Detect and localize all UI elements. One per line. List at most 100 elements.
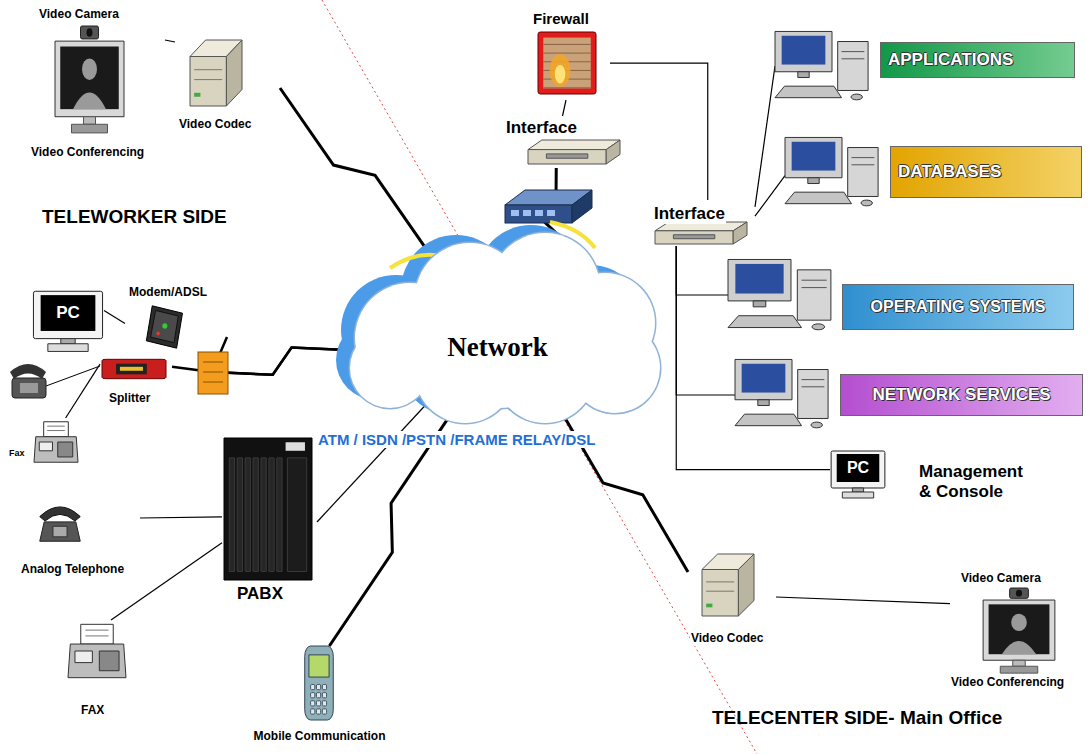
network-types-label: ATM / ISDN /PSTN /FRAME RELAY/DSL [316, 431, 598, 448]
splitter-digits [120, 367, 143, 371]
mobile-key [311, 709, 315, 714]
monitor-stand [808, 178, 819, 184]
category-label: OPERATING SYSTEMS [842, 284, 1074, 330]
connector-line [610, 63, 708, 200]
camera-lens [1016, 590, 1022, 597]
cabinet-slot [253, 458, 258, 572]
keyboard [735, 414, 802, 426]
screen-label: PC [838, 455, 878, 481]
mobile-screen [309, 655, 329, 677]
pabx-cabinet: PABX [222, 436, 317, 608]
splitter: Splitter [100, 356, 172, 410]
connector-line [676, 246, 830, 470]
drive-slot [802, 287, 827, 288]
category-label: DATABASES [890, 146, 1082, 198]
drive-slot [842, 58, 865, 59]
connector-line [676, 246, 735, 395]
cabinet-slot [261, 458, 266, 572]
device-label: Mobile Communication [232, 730, 407, 744]
codec-led [194, 93, 200, 97]
connector-line [755, 66, 775, 207]
computer-icon [728, 258, 833, 332]
firewall-icon [538, 32, 596, 94]
connector-line [317, 403, 427, 522]
network-link [212, 337, 352, 375]
fax-panel [39, 442, 52, 451]
brick-line [543, 87, 591, 88]
screen-label: PC [42, 297, 94, 329]
cabinet-panel [286, 442, 305, 451]
drive-slot [802, 280, 827, 281]
cabinet-door [287, 458, 306, 572]
network-cloud: Network [330, 228, 665, 423]
monitor-screen [782, 36, 826, 65]
codec-side [738, 554, 754, 616]
server-operating-systems: OPERATING SYSTEMS [728, 256, 1078, 334]
fax-machine: Fax [8, 418, 80, 468]
cabinet-slot [245, 458, 250, 572]
mobile-key [316, 684, 320, 689]
device-label: Video Camera [960, 572, 1042, 586]
person-head [82, 58, 97, 80]
drive-slot [852, 157, 875, 158]
telephone-icon [10, 364, 100, 398]
mobile-icon [298, 646, 340, 720]
connector-line [140, 517, 222, 518]
phone-wire [46, 366, 100, 386]
device-label: Fax [8, 448, 26, 458]
person-head [1011, 614, 1027, 631]
monitor-screen [837, 454, 880, 482]
computer-icon [775, 30, 870, 102]
fax-body [34, 437, 78, 463]
mobile-key [322, 693, 326, 698]
video-codec: Video Codec [175, 38, 280, 138]
fax-paper [81, 624, 113, 644]
side-heading: TELECENTER SIDE- Main Office [710, 707, 1004, 729]
drive-slot [802, 379, 825, 380]
modem-led [156, 332, 159, 336]
codec-slot [706, 581, 734, 582]
firewall-flame-core [555, 65, 565, 84]
connector-line [676, 246, 728, 295]
switch-port [511, 210, 519, 216]
fax-icon [68, 622, 126, 680]
monitor-screen [989, 604, 1050, 654]
cabinet-slot [269, 458, 274, 572]
mobile-key [322, 701, 326, 706]
codec-front [190, 57, 226, 107]
keyboard [785, 192, 852, 204]
iface-icon [528, 140, 620, 164]
keyboard [728, 316, 802, 328]
cabinet [224, 438, 312, 580]
drive-slot [842, 51, 865, 52]
connector-line [563, 100, 567, 116]
tower [798, 370, 828, 419]
switch-side [572, 190, 592, 223]
fax-machine: FAX [62, 620, 132, 724]
device-label: PABX [236, 584, 284, 604]
fax-paper [44, 422, 69, 437]
phone-handset [10, 364, 46, 379]
connector-line [104, 310, 125, 323]
firewall: Firewall [522, 8, 610, 100]
monitor-frame [775, 31, 832, 71]
category-label: NETWORK SERVICES [840, 374, 1083, 416]
mobile-key [316, 701, 320, 706]
device-label: Video Camera [38, 8, 120, 22]
category-label: APPLICATIONS [880, 42, 1075, 78]
codec-led [706, 604, 712, 608]
fax-keypad [58, 442, 73, 457]
line-box-icon [198, 352, 228, 394]
monitor-base [1000, 666, 1037, 673]
phone-keypad [20, 383, 38, 393]
phone-handset [40, 507, 80, 521]
mobile-key [322, 709, 326, 714]
server-databases: DATABASES [785, 136, 1085, 208]
pc-terminal: PC [32, 290, 104, 358]
monitor-frame [831, 451, 885, 488]
splitter-icon [102, 358, 166, 380]
phone-icon [38, 499, 82, 543]
device-label: Video Codec [178, 118, 252, 132]
device-label: Firewall [532, 10, 590, 27]
